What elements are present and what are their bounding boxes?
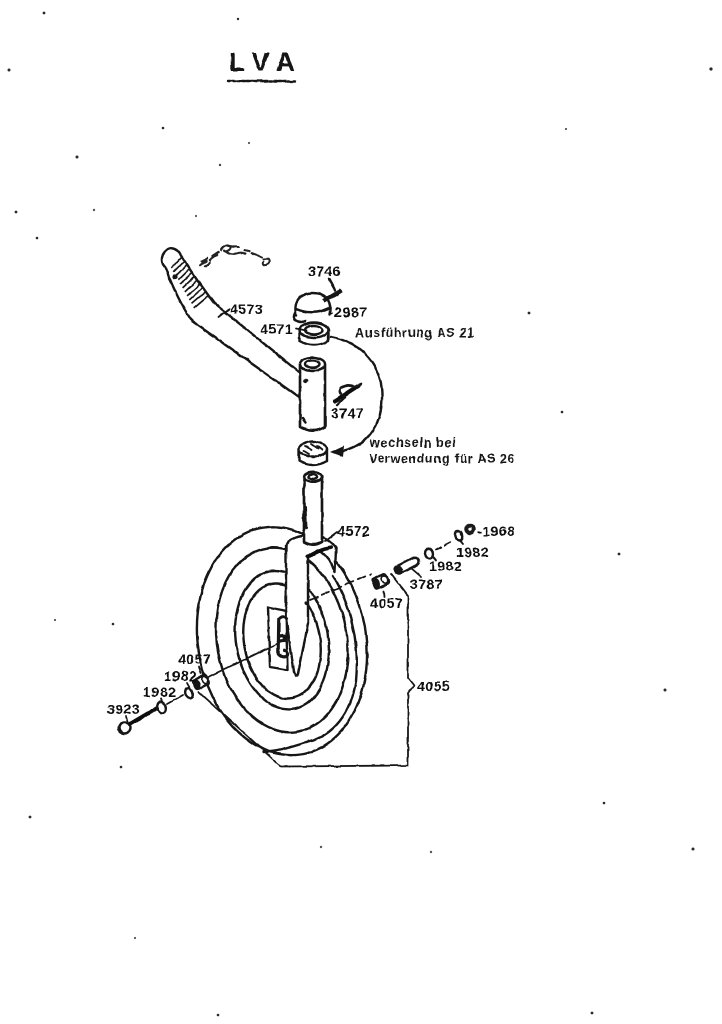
annotation-swap-line2: Verwendung für AS 26 [369, 452, 515, 466]
hub-bushing-left [191, 673, 211, 691]
faint-crank-sketch [198, 244, 271, 268]
wheel-drawing [195, 525, 369, 757]
rim-inner-ellipse [242, 582, 322, 700]
rim-outer-ellipse [233, 569, 331, 711]
cap-drawing [292, 291, 332, 324]
fork-drawing [284, 534, 338, 678]
swap-arrow-arc [329, 335, 384, 457]
label-washer-right-outer: 1982 [456, 544, 489, 560]
annotations: Ausführung AS 21 wechseln bei Verwendung… [355, 326, 515, 466]
tire-far-edge [261, 574, 358, 754]
inner-tube-drawing [302, 471, 324, 605]
label-washer-left-inner: 1982 [164, 668, 197, 684]
axle-centerline [207, 540, 453, 678]
tire-inner-ellipse [214, 546, 350, 734]
label-top-bushing: 4571 [260, 321, 293, 337]
top-bushing-drawing [298, 321, 330, 347]
label-axle-pin: 3787 [410, 576, 443, 592]
crank-handle-drawing [160, 247, 302, 400]
label-hub-bushing-right: 4057 [370, 595, 403, 611]
hub-plate-drawing [266, 605, 290, 672]
spring-clip-drawing [333, 382, 363, 407]
label-axle-nut: -1968 [477, 523, 515, 539]
scan-noise-specks [7, 11, 713, 1017]
axle-pin [393, 556, 421, 575]
hub-bushing-right [370, 572, 391, 590]
bushing-hatch [303, 443, 323, 455]
page-title-group: LVA [226, 47, 303, 83]
washer-right-outer [453, 529, 464, 542]
outer-tube-drawing [298, 356, 327, 432]
left-fasteners-drawing [117, 673, 211, 735]
washer-left-inner [183, 687, 195, 699]
washer-right-inner [423, 547, 435, 560]
label-washer-right-inner: 1982 [429, 558, 462, 574]
right-fasteners-drawing [370, 523, 476, 590]
tire-outer-ellipse [195, 525, 369, 757]
washer-left-outer [155, 700, 168, 715]
label-spring-clip: 3747 [331, 405, 364, 421]
as26-bushing-drawing [297, 440, 329, 467]
top-pin-drawing [322, 277, 343, 303]
assembly-boundary [198, 573, 415, 768]
label-washer-left-outer: 1982 [143, 684, 176, 700]
label-wheel-assembly: 4055 [417, 678, 450, 694]
bolt-shaft [128, 706, 159, 726]
handle-grip-hatching [170, 256, 210, 309]
label-hub-bushing-left: 4057 [178, 651, 211, 667]
annotation-swap-line1: wechseln bei [369, 436, 456, 450]
annotation-variant: Ausführung AS 21 [355, 326, 475, 340]
label-top-pin: 3746 [308, 263, 341, 279]
label-inner-tube: 4572 [337, 523, 370, 539]
page-title: LVA [229, 47, 303, 77]
label-crank-handle: 4573 [230, 301, 263, 317]
part-labels: 3746 -2987 4571 4573 3747 4572 4057 3787… [107, 263, 515, 717]
leader-lines [125, 308, 464, 723]
label-axle-bolt: 3923 [107, 701, 140, 717]
label-cap: -2987 [329, 304, 367, 320]
